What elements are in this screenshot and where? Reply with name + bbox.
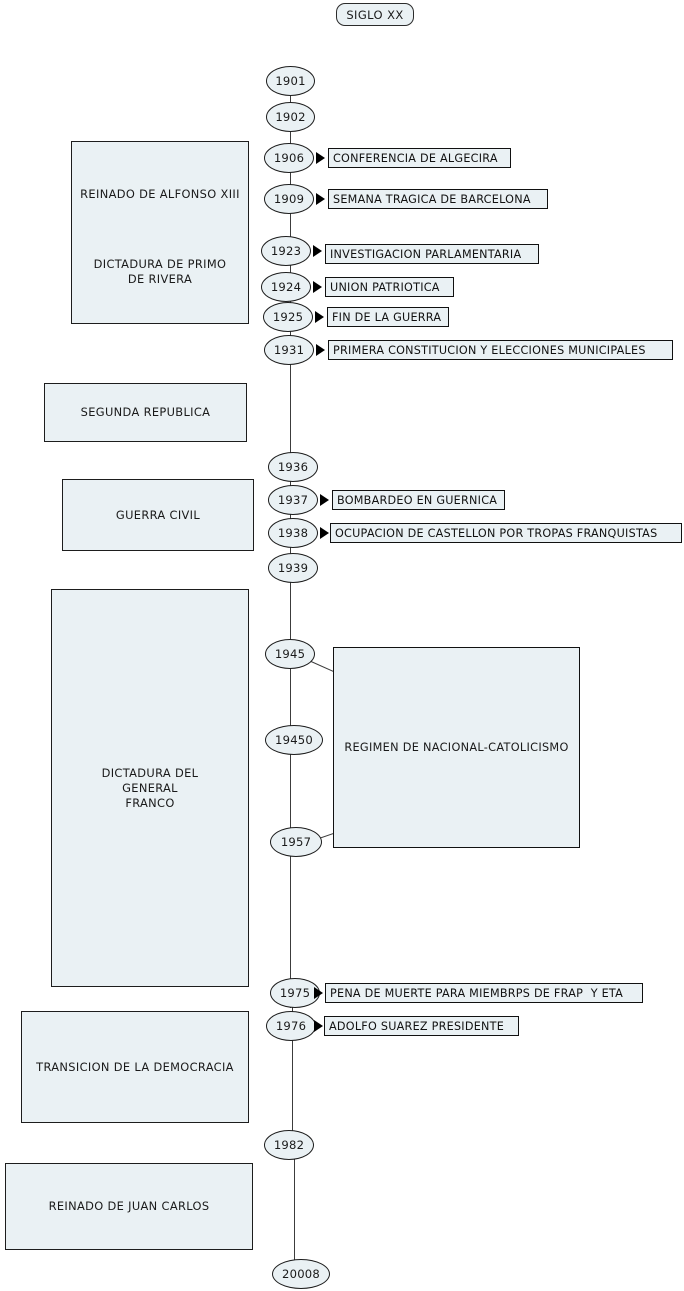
year-label: 1975 [279, 986, 311, 1000]
arrow-icon-1931 [316, 344, 325, 356]
event-box-1938[interactable]: OCUPACION DE CASTELLON POR TROPAS FRANQU… [330, 523, 682, 543]
year-node-1957[interactable]: 1957 [270, 827, 322, 857]
arrow-icon-1906 [316, 152, 325, 164]
year-label: 1901 [275, 74, 306, 88]
year-label: 1902 [275, 110, 306, 124]
era-box-guerra-civil: GUERRA CIVIL [62, 479, 254, 551]
year-label: 1982 [273, 1138, 305, 1152]
year-label: 1924 [270, 280, 302, 294]
arrow-icon-1909 [316, 193, 325, 205]
year-label: 1906 [273, 151, 305, 165]
year-label: 1923 [270, 244, 302, 258]
arrow-icon-1938 [320, 527, 329, 539]
era-label-reinado-juan-carlos: REINADO DE JUAN CARLOS [48, 1199, 210, 1213]
arrow-icon-1924 [313, 281, 322, 293]
year-label: 1957 [280, 835, 312, 849]
year-node-1931[interactable]: 1931 [264, 335, 314, 365]
event-label: SEMANA TRAGICA DE BARCELONA [333, 192, 531, 206]
year-label: 1931 [273, 343, 305, 357]
spine-segment [292, 1000, 294, 1145]
side-box-label-regimen: REGIMEN DE NACIONAL-CATOLICISMO [344, 741, 569, 754]
year-label: 1939 [277, 561, 309, 575]
event-label: BOMBARDEO EN GUERNICA [337, 493, 498, 507]
era-label-dictadura-franco: DICTADURA DEL GENERAL FRANCO [101, 765, 199, 810]
year-label: 20008 [282, 1267, 320, 1281]
event-label: FIN DE LA GUERRA [332, 310, 442, 324]
event-label: CONFERENCIA DE ALGECIRA [333, 151, 498, 165]
event-label: ADOLFO SUAREZ PRESIDENTE [329, 1019, 505, 1033]
year-node-19450[interactable]: 19450 [265, 725, 323, 755]
year-node-1924[interactable]: 1924 [261, 272, 311, 302]
era-box-transicion-democracia: TRANSICION DE LA DEMOCRACIA [21, 1011, 249, 1123]
year-node-1923[interactable]: 1923 [261, 236, 311, 266]
era-label-reinado-alfonso-xiii: REINADO DE ALFONSO XIII [80, 187, 240, 201]
event-box-1931[interactable]: PRIMERA CONSTITUCION Y ELECCIONES MUNICI… [328, 340, 673, 360]
year-label: 1976 [275, 1019, 307, 1033]
year-node-1901[interactable]: 1901 [266, 66, 315, 96]
era-box-dictadura-franco: DICTADURA DEL GENERAL FRANCO [51, 589, 249, 987]
year-label: 1936 [277, 460, 309, 474]
year-label: 1945 [274, 647, 306, 661]
era-label-segunda-republica: SEGUNDA REPUBLICA [80, 405, 211, 419]
year-node-1975[interactable]: 1975 [270, 978, 320, 1008]
year-node-1976[interactable]: 1976 [266, 1011, 316, 1041]
event-box-1925[interactable]: FIN DE LA GUERRA [327, 307, 449, 327]
year-node-1902[interactable]: 1902 [266, 102, 315, 132]
event-box-1924[interactable]: UNION PATRIOTICA [325, 277, 454, 297]
year-label: 1938 [277, 526, 309, 540]
year-node-1937[interactable]: 1937 [268, 485, 318, 515]
event-box-1923[interactable]: INVESTIGACION PARLAMENTARIA [325, 244, 539, 264]
era-box-segunda-republica: SEGUNDA REPUBLICA [44, 383, 247, 442]
year-node-1945[interactable]: 1945 [265, 639, 315, 669]
year-node-1925[interactable]: 1925 [263, 302, 313, 332]
year-node-1938[interactable]: 1938 [268, 518, 318, 548]
year-label: 1937 [277, 493, 309, 507]
year-label: 1909 [273, 192, 305, 206]
event-box-1937[interactable]: BOMBARDEO EN GUERNICA [332, 490, 505, 510]
year-node-1909[interactable]: 1909 [264, 184, 314, 214]
era-label-dictadura-primo-de-rivera: DICTADURA DE PRIMO DE RIVERA [93, 257, 227, 286]
year-node-1939[interactable]: 1939 [268, 553, 318, 583]
era-box-reinado-juan-carlos: REINADO DE JUAN CARLOS [5, 1163, 253, 1250]
event-label: PENA DE MUERTE PARA MIEMBRPS DE FRAP Y E… [330, 986, 624, 1000]
event-label: INVESTIGACION PARLAMENTARIA [330, 247, 522, 261]
year-label: 1925 [272, 310, 304, 324]
year-node-20008[interactable]: 20008 [272, 1259, 330, 1289]
era-label-guerra-civil: GUERRA CIVIL [115, 507, 201, 522]
arrow-icon-1923 [313, 245, 322, 257]
event-box-1906[interactable]: CONFERENCIA DE ALGECIRA [328, 148, 511, 168]
event-box-1909[interactable]: SEMANA TRAGICA DE BARCELONA [328, 189, 548, 209]
spine-segment [294, 1140, 296, 1275]
era-label-transicion-democracia: TRANSICION DE LA DEMOCRACIA [36, 1059, 234, 1074]
event-box-1976[interactable]: ADOLFO SUAREZ PRESIDENTE [324, 1016, 519, 1036]
year-node-1982[interactable]: 1982 [264, 1130, 314, 1160]
side-box-regimen-nacional-catolicismo: REGIMEN DE NACIONAL-CATOLICISMO [333, 647, 580, 848]
arrow-icon-1976 [314, 1020, 323, 1032]
diagram-title: SIGLO XX [336, 3, 414, 26]
arrow-icon-1937 [320, 494, 329, 506]
year-label: 19450 [275, 733, 313, 747]
year-node-1906[interactable]: 1906 [264, 143, 314, 173]
event-label: OCUPACION DE CASTELLON POR TROPAS FRANQU… [335, 526, 658, 540]
event-label: PRIMERA CONSTITUCION Y ELECCIONES MUNICI… [333, 343, 646, 357]
event-box-1975[interactable]: PENA DE MUERTE PARA MIEMBRPS DE FRAP Y E… [325, 983, 643, 1003]
arrow-icon-1925 [315, 311, 324, 323]
event-label: UNION PATRIOTICA [330, 280, 440, 294]
era-box-reinado-alfonso-xiii: REINADO DE ALFONSO XIII DICTADURA DE PRI… [71, 141, 249, 324]
arrow-icon-1975 [314, 987, 323, 999]
year-node-1936[interactable]: 1936 [268, 452, 318, 482]
